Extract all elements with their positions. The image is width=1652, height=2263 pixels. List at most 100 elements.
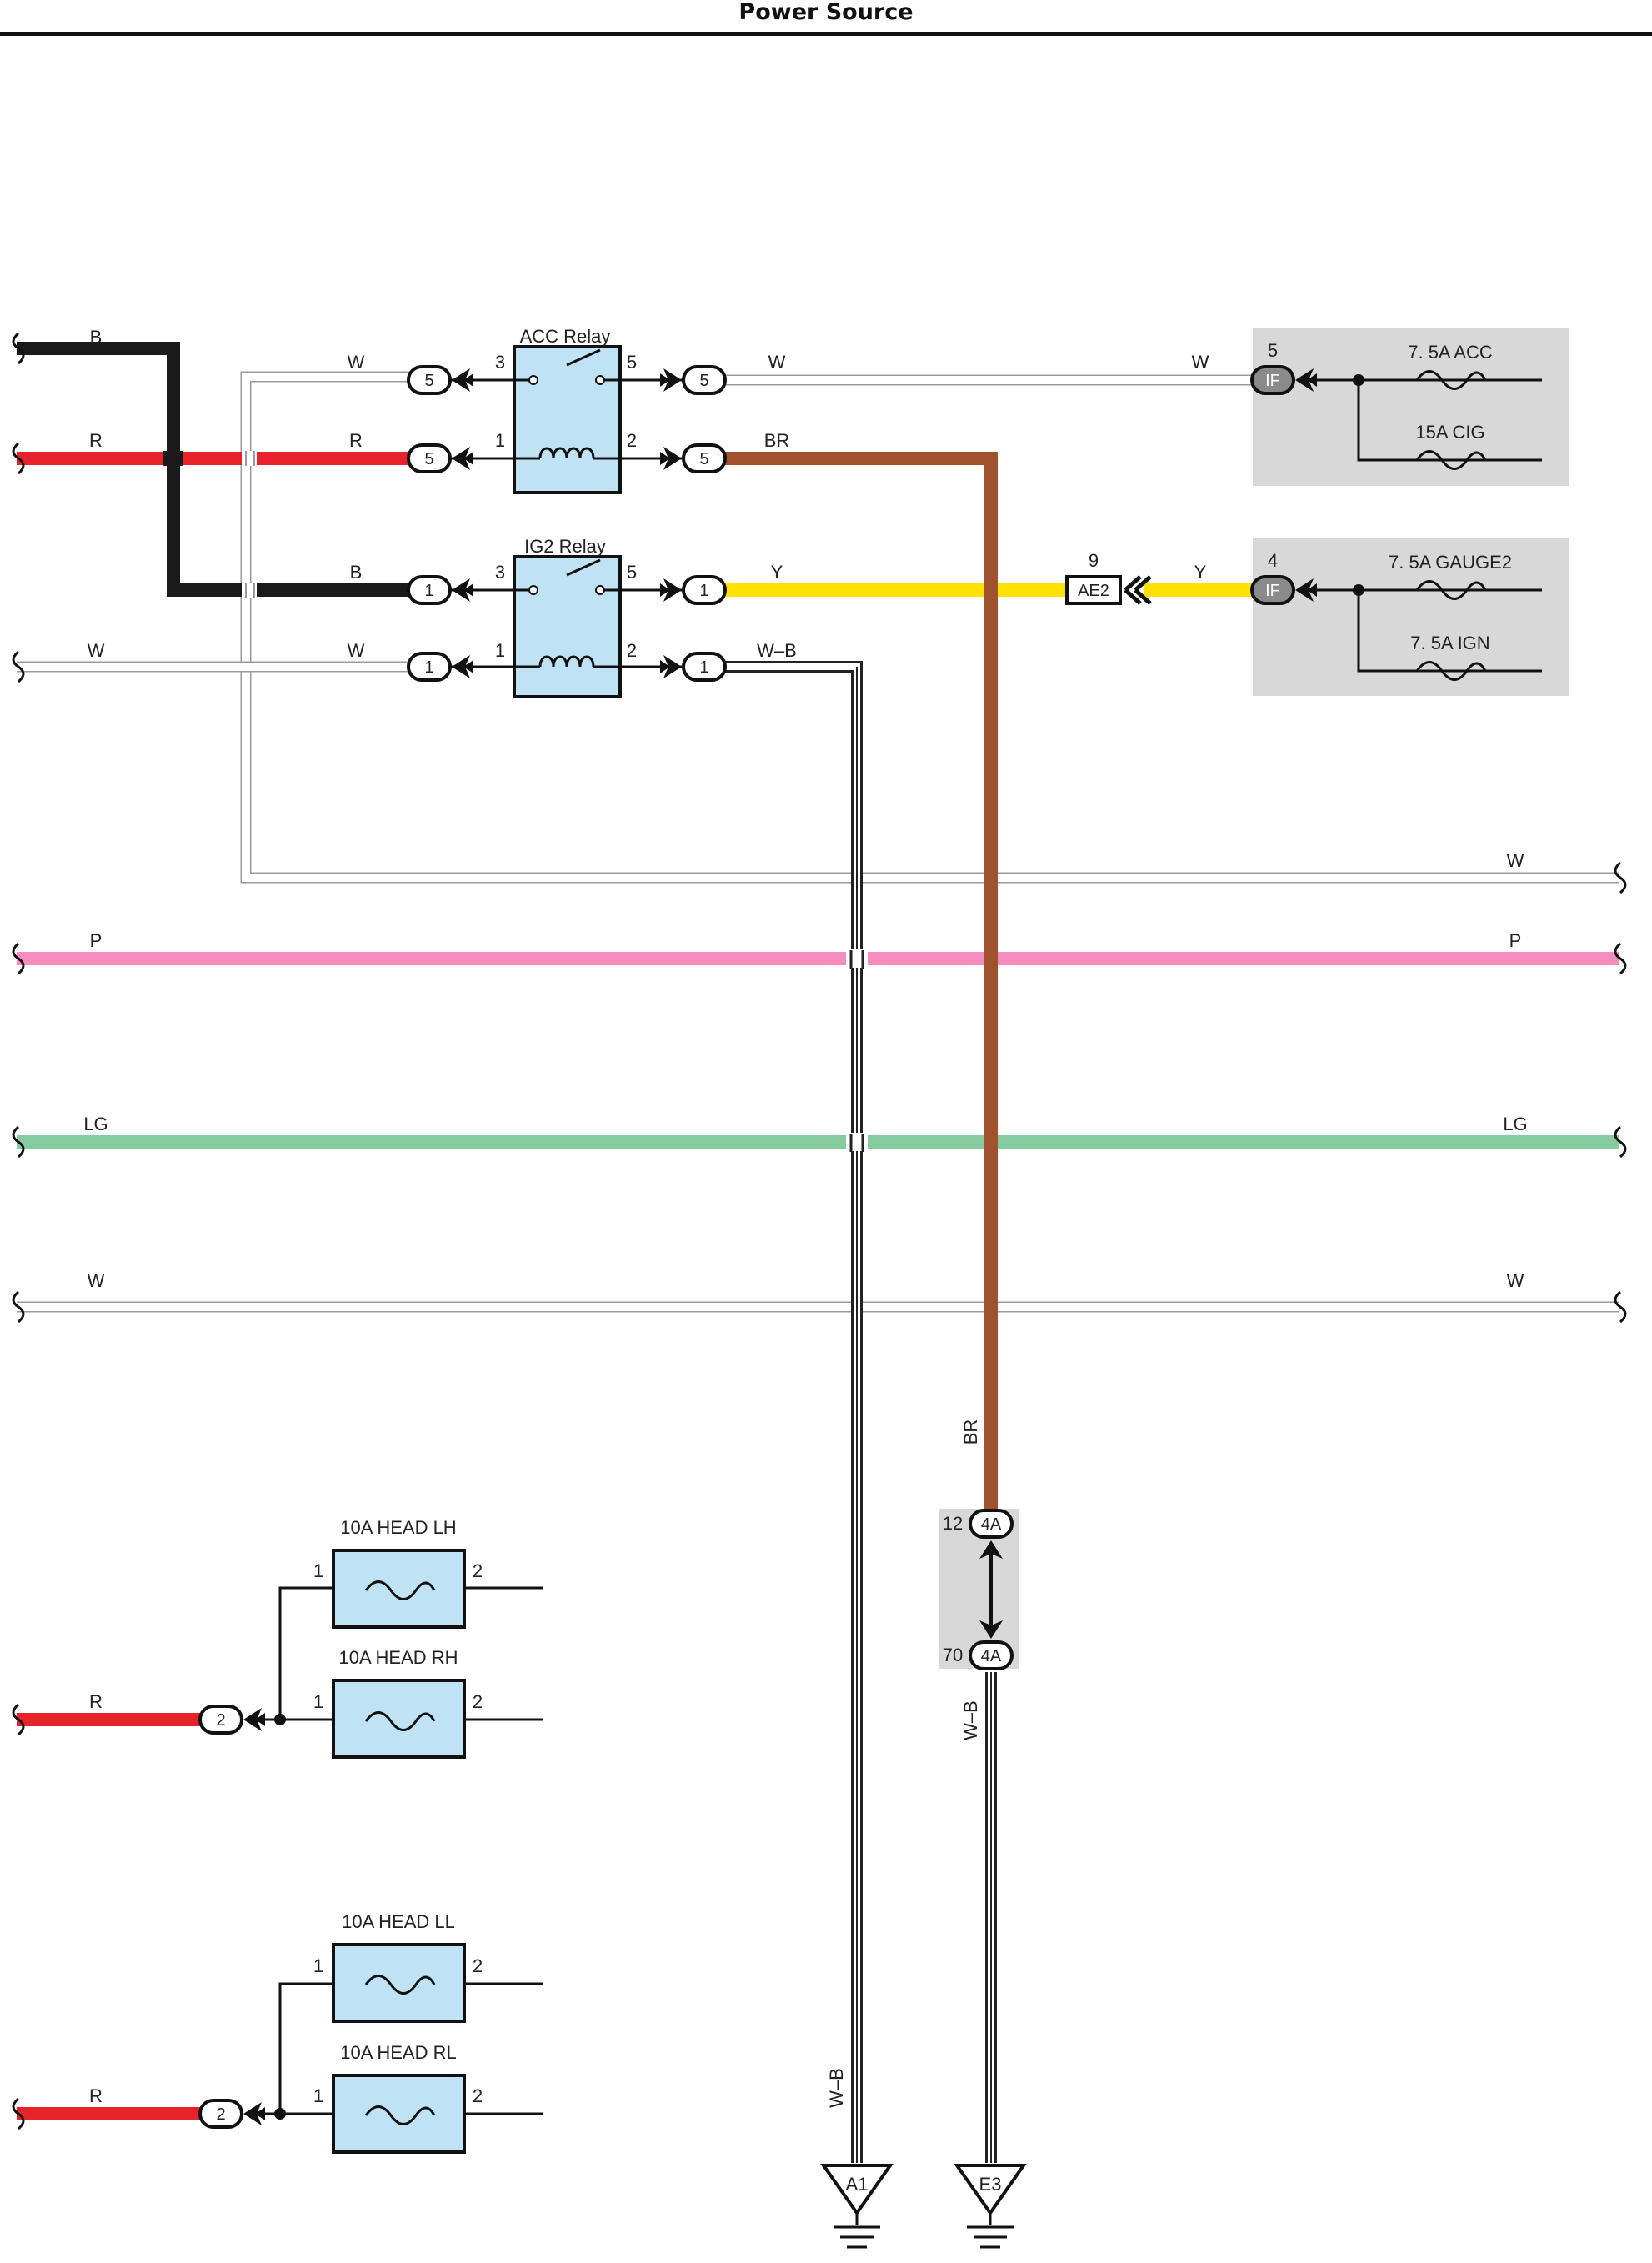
acc-pin-1: 1 <box>495 430 505 451</box>
ground-a1 <box>820 2164 894 2249</box>
fuse-box-1-pin: 5 <box>1268 340 1278 361</box>
fuse-box-gauge-ign <box>1253 538 1569 696</box>
connector-j4a-top-label: 4A <box>981 1515 1002 1534</box>
connector-ig2-out-top <box>682 575 727 605</box>
wire-label-wb-vertical-right: W–B <box>960 1700 981 1740</box>
connector-j4a-top <box>969 1509 1014 1539</box>
head-fuse-ll <box>332 1943 466 2023</box>
wire-label-bus-p-right: P <box>1509 930 1522 951</box>
connector-acc-out-bottom-label: 5 <box>699 450 708 468</box>
wire-label-bus-lg-left: LG <box>83 1114 108 1134</box>
ground-a1-label: A1 <box>846 2174 869 2195</box>
head-fuse-rl <box>332 2074 466 2154</box>
wire-label-bus-w2-right: W <box>1507 1270 1524 1291</box>
ig2-pin-2: 2 <box>627 640 637 661</box>
connector-head-1-label: 2 <box>216 1711 225 1730</box>
acc-pin-5: 5 <box>627 352 637 373</box>
fuse-box-2-pin: 4 <box>1268 550 1278 571</box>
head-rl-pin-1: 1 <box>313 2085 323 2106</box>
connector-ig2-out-top-label: 1 <box>699 582 708 600</box>
connector-ae2-pin: 9 <box>1089 550 1099 571</box>
page-title: Power Source <box>738 0 914 25</box>
head-rh-pin-2: 2 <box>473 1691 483 1712</box>
connector-acc-in-top-label: 5 <box>424 372 433 390</box>
head-fuse-lh <box>332 1549 466 1629</box>
wire-label-fuse-in-w: W <box>1192 352 1209 373</box>
fuse-gauge2-label: 7. 5A GAUGE2 <box>1389 552 1512 573</box>
connector-j4a-bottom-label: 4A <box>981 1647 1002 1665</box>
ig2-relay <box>423 555 725 698</box>
wire-label-head-r2: R <box>89 2085 103 2106</box>
connector-ig2-in-bottom-label: 1 <box>424 658 433 677</box>
head-ll-label: 10A HEAD LL <box>342 1911 455 1932</box>
connector-j4a-top-pin: 12 <box>943 1513 963 1534</box>
wire-label-ig2-in-b: B <box>350 562 363 583</box>
head-rl-pin-2: 2 <box>473 2085 483 2106</box>
wire-label-br-vertical: BR <box>960 1419 981 1445</box>
connector-head-2-label: 2 <box>216 2105 225 2124</box>
wire-label-ig2-in-w: W <box>348 640 365 661</box>
wire-b-left-ig2 <box>17 342 423 597</box>
ig2-pin-5: 5 <box>627 562 637 583</box>
wire-label-left-w: W <box>88 640 105 661</box>
connector-acc-in-bottom-label: 5 <box>424 450 433 468</box>
connector-ig2-in-top <box>407 575 452 605</box>
connector-if-acc <box>1250 365 1295 395</box>
connector-if-acc-label: IF <box>1265 372 1280 390</box>
ground-e3-label: E3 <box>979 2174 1002 2195</box>
connector-ig2-out-bottom-label: 1 <box>699 658 708 677</box>
connector-if-gauge-label: IF <box>1265 582 1280 600</box>
wire-label-acc-out-br: BR <box>764 430 790 451</box>
connector-ig2-in-bottom <box>407 652 452 682</box>
acc-pin-2: 2 <box>627 430 637 451</box>
connector-ae2-label: AE2 <box>1078 582 1109 600</box>
head-lh-label: 10A HEAD LH <box>340 1517 456 1538</box>
connector-acc-out-top-label: 5 <box>699 372 708 390</box>
wire-label-bus-w2-left: W <box>88 1270 105 1291</box>
page-header: Power Source <box>0 0 1652 36</box>
connector-j4a-bottom-pin: 70 <box>943 1645 963 1665</box>
fuse-cig-label: 15A CIG <box>1415 422 1484 443</box>
wire-wb-ig2-ground <box>725 661 863 2163</box>
acc-relay-label: ACC Relay <box>520 326 611 347</box>
connector-ig2-in-top-label: 1 <box>424 582 433 600</box>
head-lh-pin-1: 1 <box>313 1560 323 1581</box>
wire-label-ig2-out-wb: W–B <box>757 640 797 661</box>
acc-relay <box>423 345 725 494</box>
ig2-pin-1: 1 <box>495 640 505 661</box>
connector-acc-out-bottom <box>682 443 727 473</box>
connector-j4a-bottom <box>969 1640 1014 1670</box>
wire-label-left-b: B <box>90 327 103 348</box>
connector-ae2 <box>1065 575 1122 605</box>
wire-label-acc-in-r: R <box>349 430 363 451</box>
wire-label-left-r: R <box>89 430 103 451</box>
wire-label-bus-w-right: W <box>1507 850 1524 871</box>
head-rh-pin-1: 1 <box>313 1691 323 1712</box>
connector-head-1 <box>198 1705 243 1735</box>
wire-label-fuse-in-y: Y <box>1194 562 1207 583</box>
wire-label-bus-lg-right: LG <box>1503 1114 1527 1134</box>
connector-acc-out-top <box>682 365 727 395</box>
wire-label-bus-p-left: P <box>90 930 103 951</box>
head-rl-label: 10A HEAD RL <box>340 2042 456 2063</box>
acc-pin-3: 3 <box>495 352 505 373</box>
connector-if-gauge <box>1250 575 1295 605</box>
wire-label-ig2-out-y: Y <box>771 562 783 583</box>
head-rh-label: 10A HEAD RH <box>338 1647 458 1668</box>
ig2-pin-3: 3 <box>495 562 505 583</box>
wire-label-head-r1: R <box>89 1691 103 1712</box>
head-ll-pin-2: 2 <box>473 1955 483 1976</box>
ig2-relay-label: IG2 Relay <box>524 536 606 557</box>
wire-br-acc-junction <box>725 452 998 1524</box>
connector-acc-in-top <box>407 365 452 395</box>
wire-label-wb-vertical-left: W–B <box>826 2068 847 2108</box>
wire-label-acc-in-w: W <box>348 352 365 373</box>
connector-acc-in-bottom <box>407 443 452 473</box>
connector-head-2 <box>198 2099 243 2129</box>
head-ll-pin-1: 1 <box>313 1955 323 1976</box>
wire-label-acc-out-w: W <box>768 352 786 373</box>
head-fuse-rh <box>332 1679 466 1759</box>
fuse-acc-label: 7. 5A ACC <box>1408 342 1493 363</box>
connector-ig2-out-bottom <box>682 652 727 682</box>
